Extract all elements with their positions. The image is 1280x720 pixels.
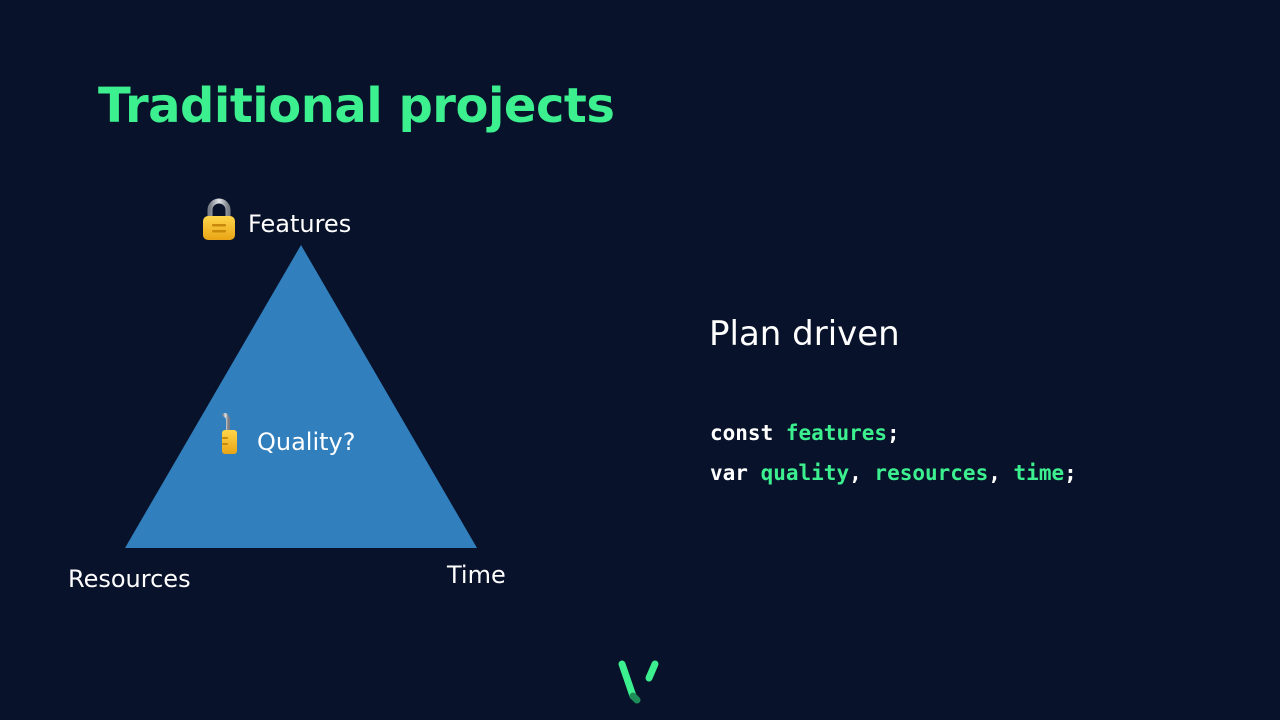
- statement-terminator: ;: [1064, 461, 1077, 485]
- code-line-const: const features;: [710, 419, 900, 447]
- project-triangle-diagram: [125, 245, 477, 548]
- brand-v-logo-icon: [618, 660, 659, 704]
- quality-identifier: quality: [760, 461, 850, 485]
- var-keyword: var: [710, 461, 748, 485]
- features-label: Features: [248, 210, 352, 238]
- locked-padlock-icon: [203, 198, 235, 240]
- comma-separator: ,: [988, 461, 1001, 485]
- time-label: Time: [447, 561, 506, 589]
- time-identifier: time: [1013, 461, 1065, 485]
- features-identifier: features: [785, 421, 888, 445]
- slide-title: Traditional projects: [98, 78, 615, 134]
- unlocked-padlock-icon: [221, 413, 237, 454]
- plan-driven-heading: Plan driven: [709, 314, 900, 354]
- resources-label: Resources: [68, 565, 191, 593]
- resources-identifier: resources: [874, 461, 989, 485]
- code-line-var: var quality, resources, time;: [710, 459, 1077, 487]
- constraint-triangle: [125, 245, 477, 548]
- comma-separator: ,: [849, 461, 862, 485]
- const-keyword: const: [710, 421, 774, 445]
- quality-label: Quality?: [257, 428, 356, 456]
- statement-terminator: ;: [887, 421, 900, 445]
